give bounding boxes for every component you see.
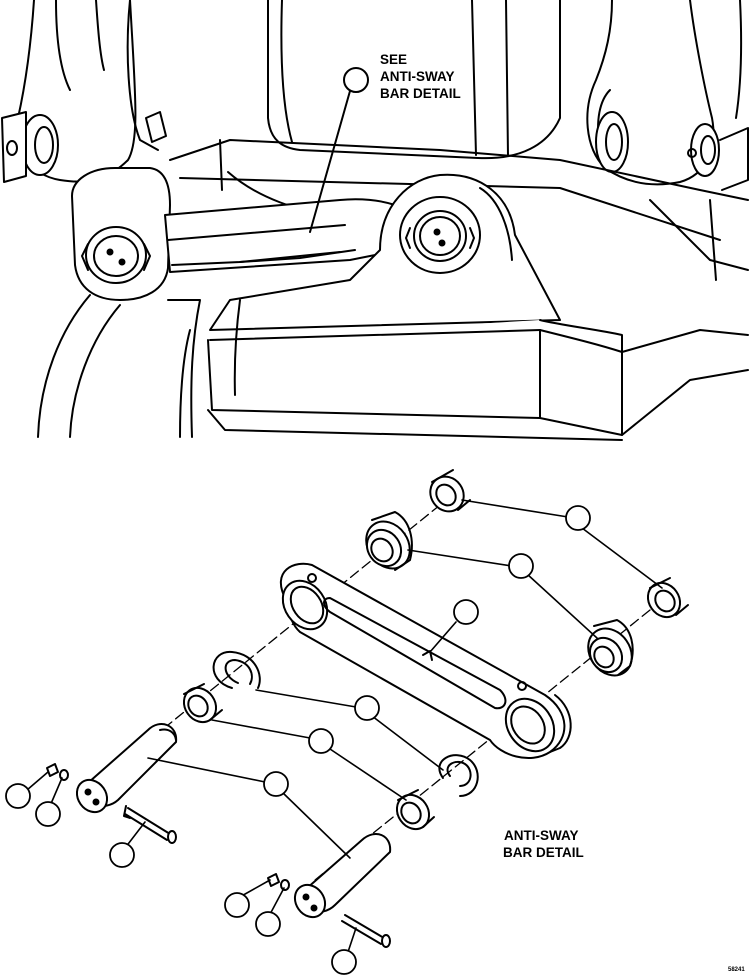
pin-lower: [293, 833, 392, 919]
callout-balloon: [35, 801, 61, 827]
snap-ring-lower: [438, 754, 479, 797]
callout-leaders: [26, 499, 663, 956]
nut-upper: [46, 763, 69, 781]
callout-balloon: [255, 911, 281, 937]
drawing-number: 58241: [728, 967, 745, 973]
callout-balloon: [308, 728, 334, 754]
spherical-bearing-lower: [587, 619, 634, 677]
bolt-upper: [123, 805, 177, 844]
callout-balloon: [224, 892, 250, 918]
callout-balloon: [263, 771, 289, 797]
callout-balloon: [331, 949, 357, 975]
see-detail-label-line-2: ANTI-SWAY: [380, 69, 455, 84]
see-detail-label-line-3: BAR DETAIL: [380, 86, 461, 101]
exploded-detail-view: [46, 469, 689, 948]
callout-balloons: [5, 505, 591, 975]
detail-title-line-2: BAR DETAIL: [503, 845, 584, 860]
see-detail-callout: [309, 67, 369, 233]
detail-title-line-1: ANTI-SWAY: [504, 828, 579, 843]
anti-sway-bar: [279, 562, 572, 759]
nut-lower: [267, 873, 290, 891]
bushing-lower: [395, 789, 435, 831]
callout-balloon: [354, 695, 380, 721]
snap-ring-upper: [212, 650, 261, 689]
callout-balloon: [109, 842, 135, 868]
machine-assembly-view: [1, 0, 749, 441]
bearing-upper-left: [429, 469, 471, 513]
see-detail-label-line-1: SEE: [380, 52, 407, 67]
callout-balloon: [453, 599, 479, 625]
spherical-bearing-upper: [365, 511, 413, 571]
callout-balloon: [565, 505, 591, 531]
bushing-left: [182, 683, 223, 724]
bearing-right: [646, 577, 689, 619]
pin-upper: [75, 723, 178, 814]
callout-balloon: [343, 67, 369, 93]
bolt-lower: [341, 914, 391, 948]
callout-balloon: [5, 783, 31, 809]
callout-balloon: [508, 553, 534, 579]
